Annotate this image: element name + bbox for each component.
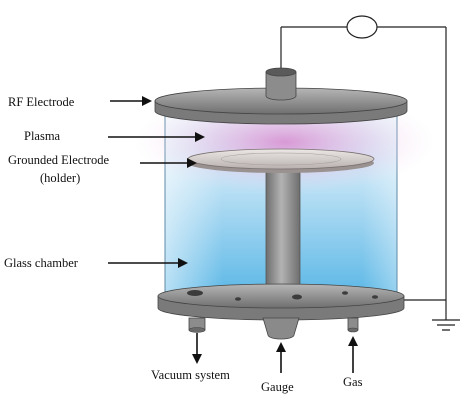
rf-source-icon bbox=[346, 15, 378, 39]
annotation-arrows bbox=[108, 96, 358, 373]
gauge-port bbox=[262, 317, 300, 340]
label-gauge: Gauge bbox=[261, 380, 294, 394]
holder-rod bbox=[265, 162, 301, 294]
label-vacuum-system: Vacuum system bbox=[151, 368, 230, 382]
label-gas: Gas bbox=[343, 375, 363, 389]
label-grounded-electrode: Grounded Electrode bbox=[8, 153, 110, 167]
ground-symbol-icon bbox=[432, 319, 460, 331]
gas-port bbox=[347, 317, 359, 333]
label-rf-electrode: RF Electrode bbox=[8, 95, 75, 109]
rf-electrode-plate bbox=[154, 67, 408, 125]
grounded-electrode-disc bbox=[187, 148, 375, 173]
base-plate bbox=[157, 283, 405, 321]
label-plasma: Plasma bbox=[24, 129, 61, 143]
vacuum-port bbox=[188, 317, 206, 333]
label-holder: (holder) bbox=[40, 171, 81, 185]
rf-circuit bbox=[280, 15, 460, 331]
label-glass-chamber: Glass chamber bbox=[4, 256, 78, 270]
